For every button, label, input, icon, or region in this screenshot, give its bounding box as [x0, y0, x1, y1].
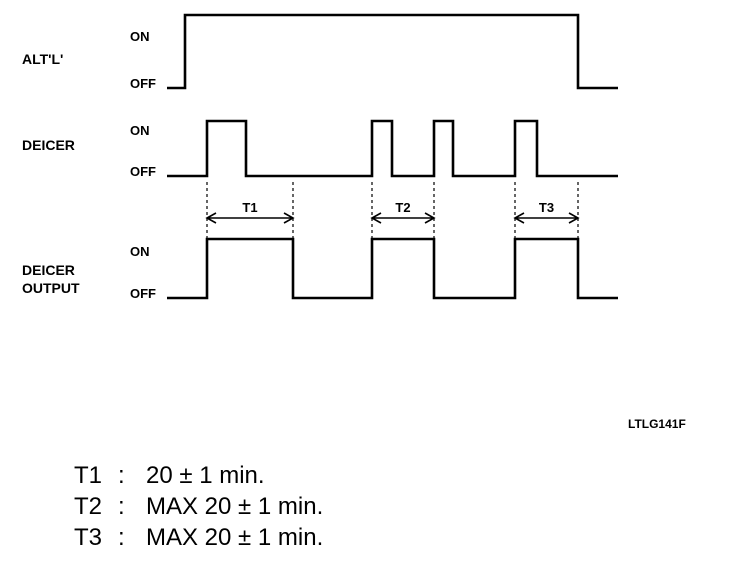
alt-l-waveform [167, 13, 618, 90]
note-t2-text: MAX 20 ± 1 min. [146, 493, 324, 520]
deicer-output-row: DEICER OUTPUT ON OFF [22, 237, 618, 301]
note-t2: T2 : MAX 20 ± 1 min. [74, 491, 323, 522]
note-t1-text: 20 ± 1 min. [146, 462, 265, 489]
note-t3: T3 : MAX 20 ± 1 min. [74, 522, 323, 553]
note-t1-key: T1 [74, 462, 103, 489]
deicer-output-on-label: ON [130, 244, 150, 259]
timing-notes: T1 : 20 ± 1 min. T2 : MAX 20 ± 1 min. T3… [74, 460, 323, 553]
period-markers: T1 T2 T3 [205, 182, 580, 240]
period-t3-arrow [513, 212, 580, 224]
note-t3-colon: : [118, 524, 125, 551]
alt-l-off-label: OFF [130, 76, 156, 91]
period-t2-arrow [370, 212, 436, 224]
deicer-label: DEICER [22, 137, 75, 153]
figure-code: LTLG141F [628, 417, 686, 431]
alt-l-label: ALT'L' [22, 51, 63, 67]
note-t2-key: T2 [74, 493, 103, 520]
alt-l-on-label: ON [130, 29, 150, 44]
period-t1-label: T1 [242, 200, 257, 215]
deicer-off-label: OFF [130, 164, 156, 179]
deicer-waveform [167, 119, 618, 178]
deicer-output-label-line-2: OUTPUT [22, 280, 80, 296]
note-t3-text: MAX 20 ± 1 min. [146, 524, 324, 551]
period-t2-label: T2 [395, 200, 410, 215]
alt-l-row: ALT'L' ON OFF [22, 13, 618, 91]
note-t1: T1 : 20 ± 1 min. [74, 460, 323, 491]
deicer-output-waveform [167, 237, 618, 300]
note-t2-colon: : [118, 493, 125, 520]
period-t3: T3 [513, 182, 580, 240]
deicer-on-label: ON [130, 123, 150, 138]
note-t3-key: T3 [74, 524, 103, 551]
deicer-output-off-label: OFF [130, 286, 156, 301]
deicer-row: DEICER ON OFF [22, 119, 618, 179]
period-t3-label: T3 [539, 200, 554, 215]
period-t2: T2 [370, 182, 436, 240]
note-t1-colon: : [118, 462, 125, 489]
period-t1: T1 [205, 182, 295, 240]
deicer-output-label-line-1: DEICER [22, 262, 75, 278]
period-t1-arrow [205, 212, 295, 224]
